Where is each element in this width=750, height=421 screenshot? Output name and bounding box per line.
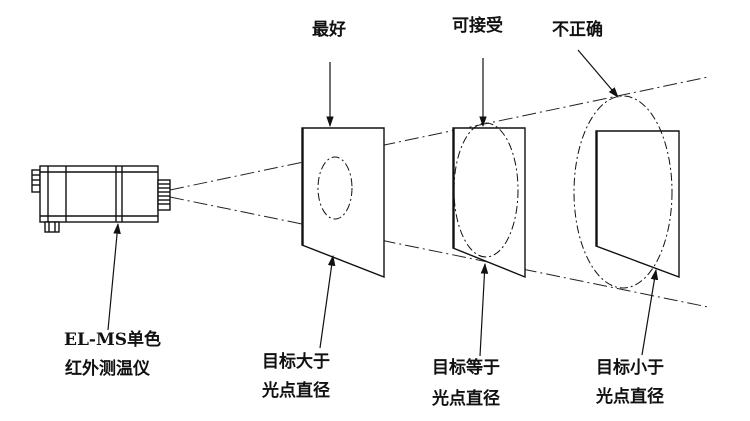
spot-large	[573, 95, 673, 289]
target-equal	[452, 122, 526, 279]
label-target-equal-line1: 目标等于	[432, 358, 500, 378]
target-larger	[301, 127, 385, 279]
label-target-less-line1: 目标小于	[596, 358, 664, 378]
label-incorrect: 不正确	[552, 20, 603, 40]
label-target-less-line2: 光点直径	[596, 387, 664, 407]
label-target-equal-line2: 光点直径	[432, 389, 500, 409]
label-target-greater-line1: 目标大于	[262, 352, 330, 372]
device-label-line1: EL-MS单色	[64, 330, 162, 350]
label-target-greater-line2: 光点直径	[262, 381, 330, 401]
label-acceptable: 可接受	[452, 16, 503, 36]
bottom-arrows	[107, 222, 659, 357]
label-best: 最好	[312, 20, 346, 40]
device-label-line2: 红外测温仪	[65, 359, 150, 379]
spot-small	[317, 156, 353, 220]
thermometer-device	[31, 165, 171, 233]
target-smaller	[573, 95, 680, 289]
top-arrows	[326, 49, 619, 128]
